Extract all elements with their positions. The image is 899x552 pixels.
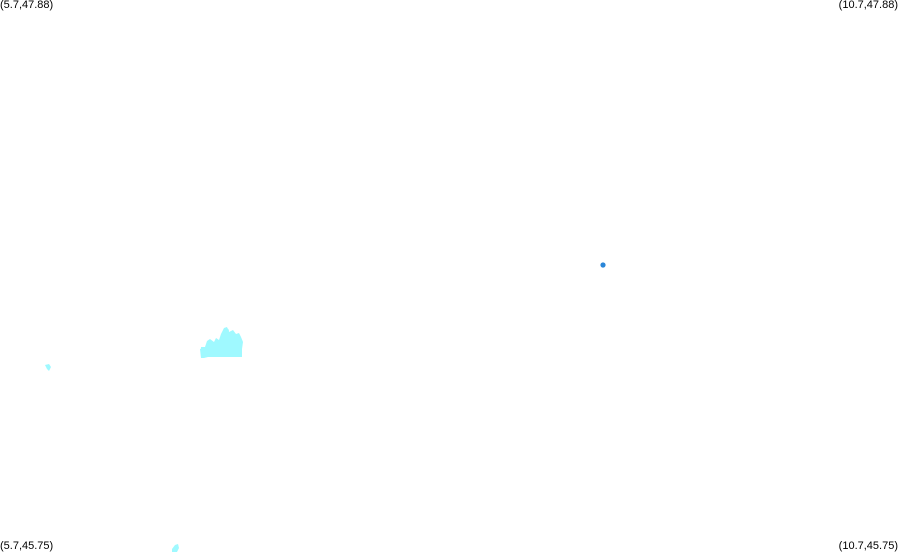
corner-coordinate-top-right: (10.7,47.88) [838,0,898,11]
cyan-region-bump [234,334,240,340]
corner-coordinate-bottom-right: (10.7,45.75) [838,540,898,552]
cyan-region-block [201,347,242,357]
cyan-region-small-west [45,364,51,371]
cyan-region-bump [223,328,229,334]
blue-point-marker [600,262,606,268]
cyan-region-small-south [172,544,179,552]
corner-coordinate-top-left: (5.7,47.88) [0,0,54,11]
corner-coordinate-bottom-left: (5.7,45.75) [0,540,54,552]
cyan-region-cluster [200,327,243,358]
cyan-region-bump [208,341,214,347]
